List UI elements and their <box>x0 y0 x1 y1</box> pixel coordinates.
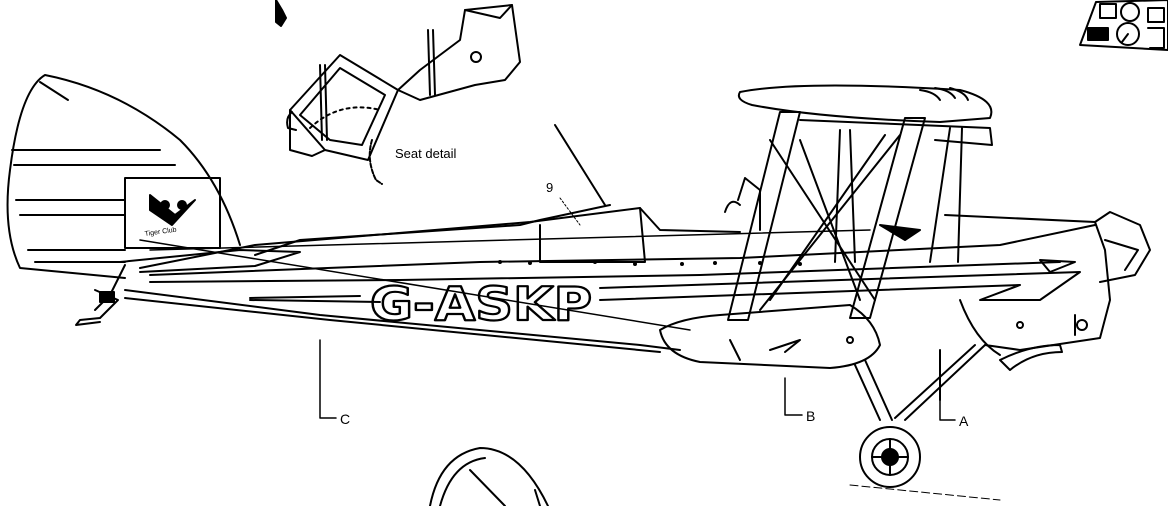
section-label-a: A <box>959 413 969 429</box>
tail-fin <box>6 74 241 279</box>
section-marker-b <box>784 377 803 416</box>
callout-9-leader <box>559 197 581 226</box>
undercarriage <box>849 344 1001 501</box>
seat-detail-drawing <box>286 4 521 185</box>
fin-logo-text: Tiger Club <box>144 227 177 238</box>
struts <box>727 111 963 321</box>
tailplane <box>75 249 301 326</box>
upper-wing <box>737 84 993 146</box>
section-marker-a <box>939 399 956 421</box>
aerial-mast <box>554 124 606 206</box>
section-marker-c <box>319 339 337 419</box>
tiger-club-logo-icon <box>149 194 196 226</box>
partial-cutaway-view <box>429 447 549 506</box>
wheel <box>859 426 921 488</box>
section-label-b: B <box>806 408 815 424</box>
fuselage <box>124 177 1151 371</box>
section-label-c: C <box>340 411 350 427</box>
fitting-detail <box>275 0 287 27</box>
callout-9-number: 9 <box>546 180 553 195</box>
seat-detail-caption: Seat detail <box>395 146 457 161</box>
registration-letters: G-ASKP <box>370 277 592 331</box>
lower-wing <box>659 304 881 369</box>
flying-wires <box>139 229 871 331</box>
instrument-panel-detail <box>1079 0 1168 51</box>
